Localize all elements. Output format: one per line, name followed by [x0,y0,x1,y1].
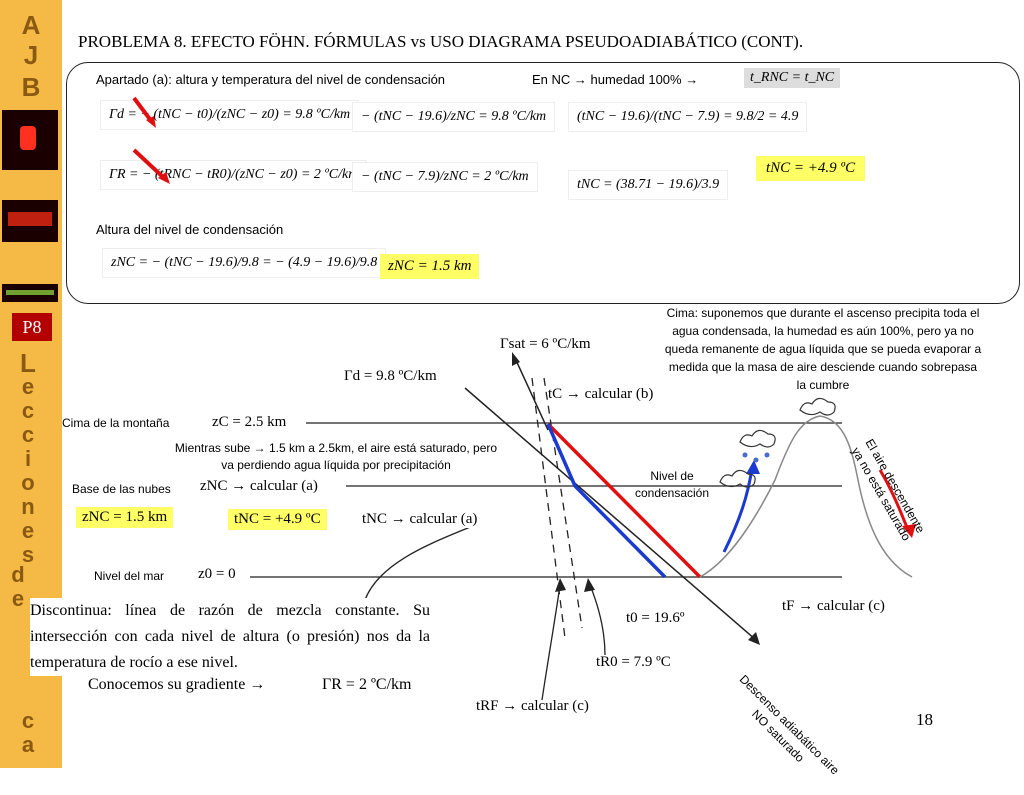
gamma-sat-label: Γsat = 6 ºC/km [500,336,591,352]
formula-substitution-1: − (tNC − 19.6)/zNC = 9.8 ºC/km [352,102,556,132]
sidebar-letter: o [21,470,35,495]
pointer-curve [589,584,606,656]
en-nc-label: En NC → humedad 100% → [532,72,699,87]
formula-gamma-d: Γd = − (tNC − t0)/(zNC − z0) = 9.8 ºC/km [100,100,360,130]
sidebar-letter: L [20,348,36,378]
formula-trnc: t_RNC = t_NC [744,68,841,88]
sidebar-letter: B [21,72,41,102]
page-number: 18 [916,710,933,729]
tr0-label: tR0 = 7.9 ºC [596,654,671,670]
mixing-ratio-line-1 [531,377,566,639]
thumbnail-image [2,110,58,170]
diagram-canvas [250,352,916,701]
trf-label: tRF → calcular (c) [476,698,589,714]
cloud-icon [719,469,756,488]
tnc-result: tNC = +4.9 ºC [228,509,327,530]
page-title: PROBLEMA 8. EFECTO FÖHN. FÓRMULAS vs USO… [78,32,804,51]
rain-drop-icon [753,457,759,463]
gamma-d-label: Γd = 9.8 ºC/km [344,368,437,384]
sidebar-letter: i [24,446,32,471]
t0-label: t0 = 19.6º [626,610,685,626]
pointer-curve [541,584,561,701]
sidebar-letter: J [23,40,39,70]
dry-adiabat-line [464,387,757,641]
red-down-arrow [878,469,910,531]
sidebar-letter: e [11,586,25,611]
altura-label: Altura del nivel de condensación [96,222,284,237]
mixing-ratio-line-2 [543,377,583,629]
sidebar-letter: c [21,398,35,423]
tc-label: tC → calcular (b) [548,386,654,402]
formula-substitution-2: − (tNC − 7.9)/zNC = 2 ºC/km [352,162,538,192]
sidebar-letter: e [21,374,35,399]
apartado-label: Apartado (a): altura y temperatura del n… [96,72,446,87]
mountain-outline [699,415,913,578]
z0-label: z0 = 0 [198,566,236,583]
sat-adiabat-line [514,357,549,431]
sidebar-letter: n [21,494,35,519]
thumbnail-image [2,284,58,302]
formula-znc: zNC = − (tNC − 19.6)/9.8 = − (4.9 − 19.6… [102,248,387,278]
cima-note: Cima: suponemos que durante el ascenso p… [664,306,982,392]
cloud-icon [799,397,836,416]
cima-label: Cima de la montaña [62,416,170,430]
conocemos-label: Conocemos su gradiente → [88,676,266,694]
tf-label: tF → calcular (c) [782,598,885,614]
znc-calc-label: zNC → calcular (a) [200,478,318,495]
slide-code-badge: P8 [12,313,52,341]
sidebar-letter: s [21,542,35,567]
znc-result: zNC = 1.5 km [76,507,174,528]
sidebar-letter: c [21,422,35,447]
nivel-condensacion-label: Nivel de condensación [634,469,710,500]
mar-label: Nivel del mar [94,569,165,583]
rain-drop-icon [742,452,748,458]
zc-label: zC = 2.5 km [212,414,287,431]
pointer-curve [364,524,476,601]
formula-gamma-r: ΓR = − (tRNC − tR0)/(zNC − z0) = 2 ºC/km [100,160,368,190]
gamma-r-label: ΓR = 2 ºC/km [322,676,412,693]
sidebar-letter: d [11,562,25,587]
red-descent-line [546,422,702,579]
sidebar-letter: e [21,518,35,543]
sidebar-letter: c [21,708,35,733]
formula-tnc-value: tNC = (38.71 − 19.6)/3.9 [568,170,729,200]
blue-up-arrow [722,467,754,553]
blue-ascent-line [546,423,667,579]
thumbnail-image [2,200,58,242]
sidebar-letter: A [21,10,41,40]
result-tnc: tNC = +4.9 ºC [756,156,866,181]
formula-ratio: (tNC − 19.6)/(tNC − 7.9) = 9.8/2 = 4.9 [568,102,808,132]
rain-drop-icon [764,452,770,458]
sidebar-letter: a [21,732,35,757]
cloud-icon [739,429,776,448]
discontinua-paragraph: Discontinua: línea de razón de mezcla co… [30,598,430,676]
red-arrows [132,96,170,184]
mientras-note: Mientras sube → 1.5 km a 2.5km, el aire … [174,441,498,472]
base-label: Base de las nubes [72,482,171,496]
tnc-calc-label: tNC → calcular (a) [362,511,478,528]
result-znc: zNC = 1.5 km [380,254,480,279]
